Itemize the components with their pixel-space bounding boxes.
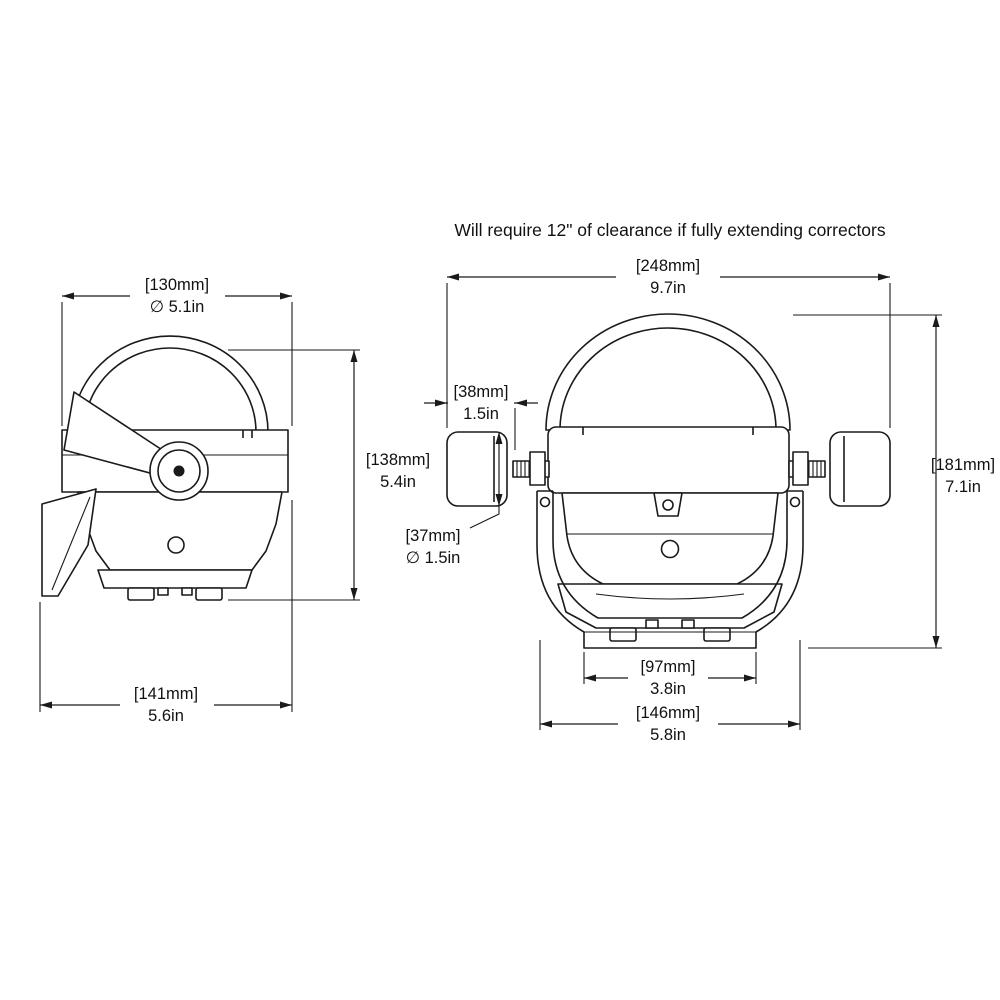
- side-base-notch-right: [181, 587, 193, 596]
- foot-spacing-mm-label: [97mm]: [640, 658, 695, 676]
- side-dim-top-width: [130mm] ∅ 5.1in: [61, 272, 293, 426]
- front-base-width-mm-label: [146mm]: [636, 704, 700, 722]
- side-height-in-label: 5.4in: [380, 473, 416, 491]
- front-dim-basewidth-ext-lines: [539, 640, 801, 730]
- corrector-diameter-mm-label: [37mm]: [405, 527, 460, 545]
- front-dim-width-ext-lines: [446, 283, 891, 428]
- side-pivot-center-dot: [173, 465, 185, 477]
- foot-spacing-in-label: 3.8in: [650, 680, 686, 698]
- side-top-width-in-label: ∅ 5.1in: [150, 298, 205, 316]
- side-view-object: [41, 335, 289, 601]
- front-view: [248mm] 9.7in [38mm] 1.5in [37mm] ∅ 1.5i…: [405, 254, 995, 746]
- side-top-width-mm-label: [130mm]: [145, 276, 209, 294]
- front-base-notch-left: [645, 619, 659, 629]
- front-body: [547, 426, 790, 494]
- front-overall-width-in-label: 9.7in: [650, 279, 686, 297]
- front-dim-corrector-diameter: [37mm] ∅ 1.5in: [405, 432, 503, 567]
- front-base-curve: [595, 593, 745, 600]
- side-dome-outline: [71, 335, 269, 433]
- side-base-plate: [97, 569, 253, 589]
- front-dim-overall-width: [248mm] 9.7in: [446, 254, 891, 428]
- front-base-width-in-label: 5.8in: [650, 726, 686, 744]
- front-dim-dia-leader: [469, 506, 500, 529]
- front-dome-outline: [545, 313, 791, 431]
- front-center-tab-hole: [662, 499, 674, 511]
- side-dim-base-width: [141mm] 5.6in: [39, 500, 293, 728]
- corrector-knob-left: [446, 431, 508, 507]
- front-view-object: [446, 313, 891, 649]
- front-foot-left: [609, 627, 637, 642]
- front-dim-foot-spacing: [97mm] 3.8in: [583, 652, 757, 700]
- side-view: [130mm] ∅ 5.1in [138mm] 5.4in [141mm] 5.…: [39, 272, 430, 728]
- yoke-screw-left: [539, 496, 551, 508]
- front-dim-overall-height: [181mm] 7.1in: [793, 314, 995, 649]
- front-bowl-hole: [660, 539, 680, 559]
- side-foot-right: [195, 587, 223, 601]
- overall-height-mm-label: [181mm]: [931, 456, 995, 474]
- front-body-ticks: [582, 427, 754, 435]
- side-base-width-mm-label: [141mm]: [134, 685, 198, 703]
- clearance-note: Will require 12" of clearance if fully e…: [454, 220, 886, 240]
- side-dim-height-ext-lines: [228, 349, 360, 601]
- side-dim-top-ext-lines: [61, 302, 293, 426]
- front-dim-corrector-length: [38mm] 1.5in: [424, 381, 538, 450]
- side-foot-left: [127, 587, 155, 601]
- front-dim-width-label-bg: [616, 254, 720, 298]
- side-base-notch-left: [157, 587, 169, 596]
- side-bracket-inner-line: [51, 496, 91, 591]
- corrector-length-mm-label: [38mm]: [453, 383, 508, 401]
- front-dome-inner-arc: [559, 327, 777, 431]
- side-dim-base-ext-lines: [39, 500, 293, 712]
- corrector-length-in-label: 1.5in: [463, 405, 499, 423]
- front-overall-width-mm-label: [248mm]: [636, 257, 700, 275]
- side-dome-inner-arc: [83, 347, 257, 433]
- corrector-diameter-in-label: ∅ 1.5in: [406, 549, 461, 567]
- yoke-outer: [536, 491, 804, 649]
- front-dim-basewidth-label-bg: [618, 702, 718, 746]
- side-base-width-in-label: 5.6in: [148, 707, 184, 725]
- front-base: [557, 583, 783, 629]
- corrector-nut-right: [792, 451, 809, 486]
- front-dim-base-width: [146mm] 5.8in: [539, 640, 801, 746]
- yoke-inner: [552, 491, 788, 619]
- corrector-nut-left: [529, 451, 546, 486]
- front-dim-foot-label-bg: [628, 656, 708, 700]
- front-foot-right: [703, 627, 731, 642]
- front-dim-height-ext-lines: [793, 314, 942, 649]
- side-body-hole: [167, 536, 185, 554]
- side-height-mm-label: [138mm]: [366, 451, 430, 469]
- side-pivot-knob-inner: [157, 449, 201, 493]
- side-body-ticks: [242, 430, 253, 438]
- side-dim-top-label-bg: [130, 272, 225, 318]
- side-lower-body: [77, 491, 283, 571]
- front-base-notch-right: [681, 619, 695, 629]
- side-dim-height: [138mm] 5.4in: [228, 349, 430, 601]
- front-dim-corr-label-bg: [448, 381, 514, 425]
- side-mount-bracket: [41, 488, 97, 597]
- yoke-screw-right: [789, 496, 801, 508]
- side-dim-base-label-bg: [120, 682, 214, 728]
- corrector-knob-right: [829, 431, 891, 507]
- overall-height-in-label: 7.1in: [945, 478, 981, 496]
